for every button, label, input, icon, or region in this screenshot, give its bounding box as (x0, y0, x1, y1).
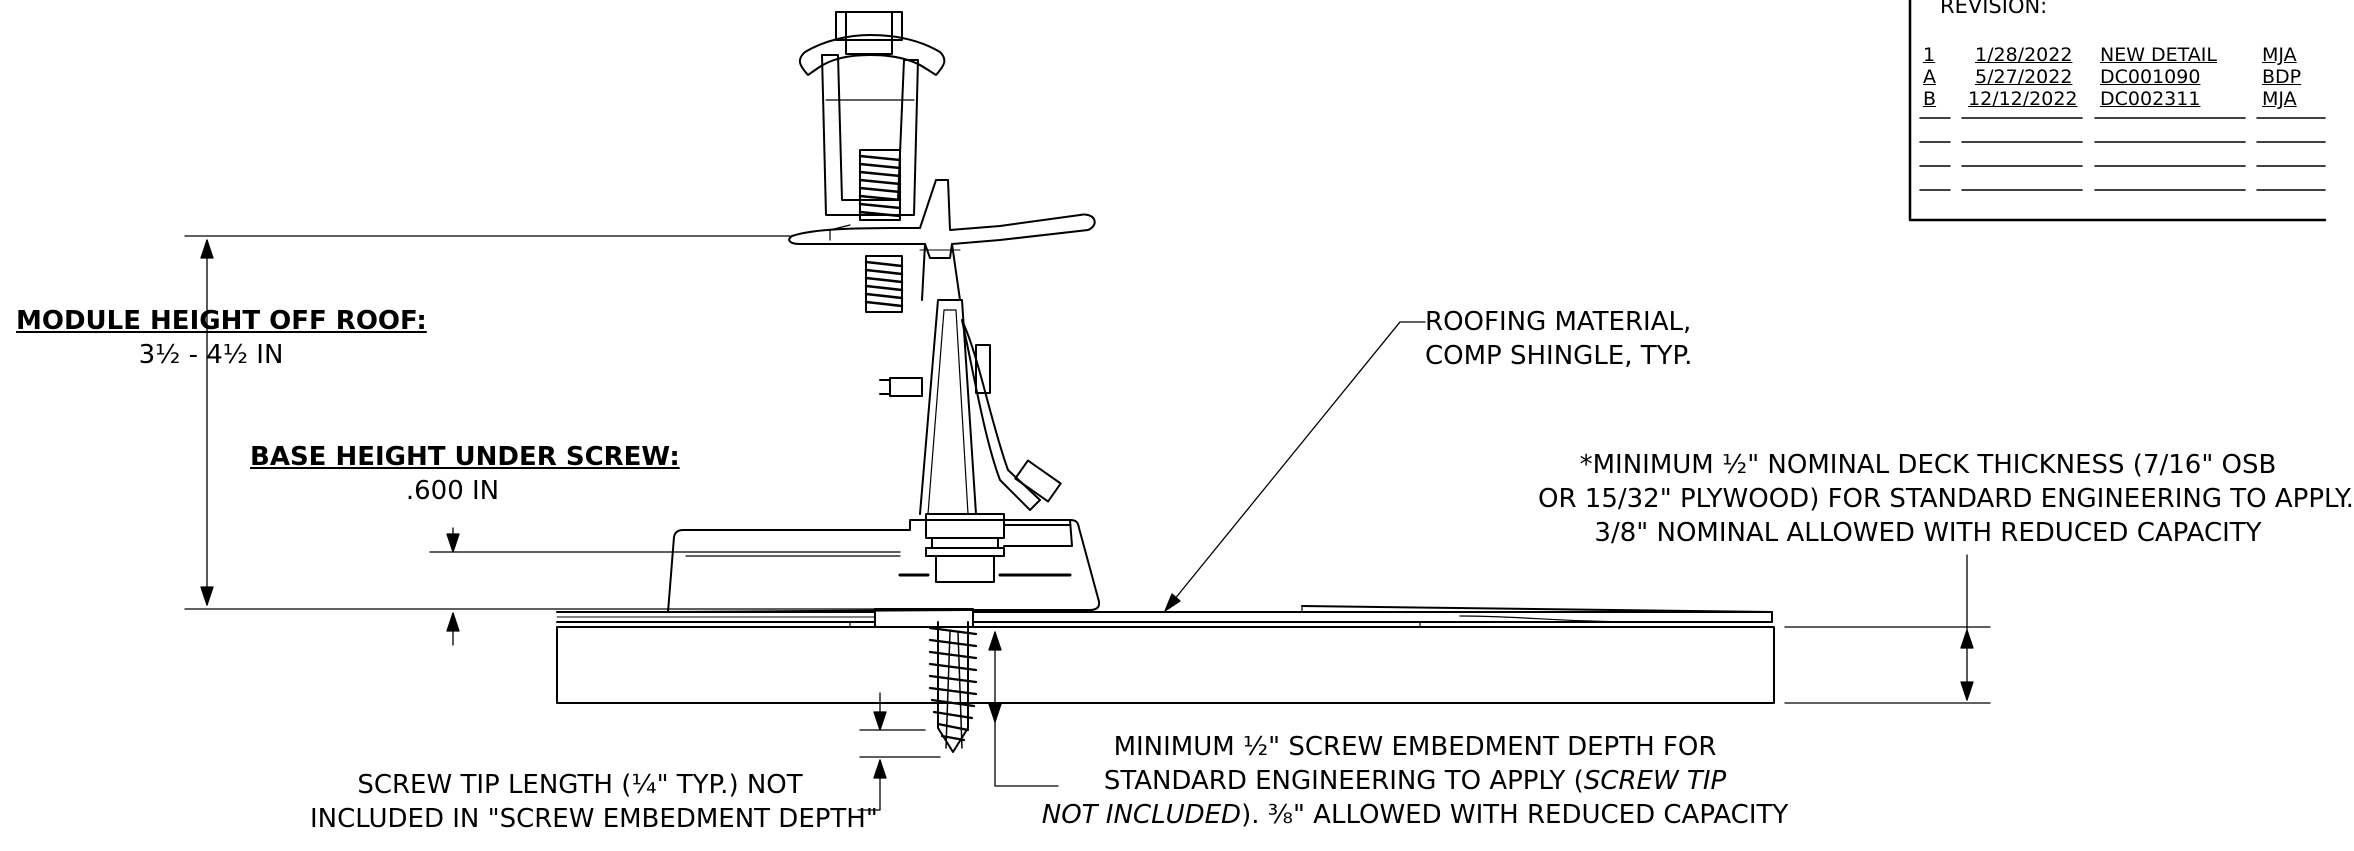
revision-by: MJA (2262, 44, 2297, 66)
revision-by: BDP (2262, 66, 2302, 88)
mount-base (667, 513, 1101, 613)
module-height-label: MODULE HEIGHT OFF ROOF: (16, 306, 427, 336)
revision-date: 5/27/2022 (1975, 66, 2073, 88)
lag-screw (928, 621, 978, 753)
deck-note-line-1: *MINIMUM ½" NOMINAL DECK THICKNESS (7/16… (1579, 450, 2277, 480)
base-height-dimension (429, 527, 901, 646)
screw-tip-line-1: SCREW TIP LENGTH (¼" TYP.) NOT (357, 770, 803, 800)
base-height-note: BASE HEIGHT UNDER SCREW: .600 IN (250, 440, 680, 508)
screw-tip-line-2: INCLUDED IN "SCREW EMBEDMENT DEPTH" (310, 804, 878, 834)
revision-rev: A (1923, 66, 1936, 88)
deck-thickness-dimension (1784, 554, 1991, 704)
embedment-line-1: MINIMUM ½" SCREW EMBEDMENT DEPTH FOR (1113, 732, 1717, 762)
upper-screw-threads (858, 149, 904, 313)
roof-deck-section (556, 605, 1775, 704)
deck-note-line-2: OR 15/32" PLYWOOD) FOR STANDARD ENGINEER… (1538, 484, 2354, 514)
revision-date: 12/12/2022 (1968, 88, 2078, 110)
revision-date: 1/28/2022 (1975, 44, 2073, 66)
revision-by: MJA (2262, 88, 2297, 110)
revision-rev: 1 (1923, 44, 1936, 66)
module-height-value: 3½ - 4½ IN (138, 340, 284, 370)
module-height-note: MODULE HEIGHT OFF ROOF: 3½ - 4½ IN (16, 304, 427, 372)
revision-desc: DC002311 (2100, 88, 2201, 110)
screw-tip-dimension (857, 692, 941, 811)
embedment-line-2a: STANDARD ENGINEERING TO APPLY ( (1103, 766, 1584, 796)
deck-thickness-note: *MINIMUM ½" NOMINAL DECK THICKNESS (7/16… (1538, 448, 2354, 550)
upper-bracket (798, 11, 946, 216)
base-height-value: .600 IN (405, 476, 500, 506)
revision-desc: NEW DETAIL (2100, 44, 2217, 66)
embedment-line-3b: ). ⅜" ALLOWED WITH REDUCED CAPACITY (1241, 800, 1789, 830)
deck-note-line-3: 3/8" NOMINAL ALLOWED WITH REDUCED CAPACI… (1594, 518, 2262, 548)
clamp-assembly (788, 179, 1096, 515)
embedment-note: MINIMUM ½" SCREW EMBEDMENT DEPTH FOR STA… (1040, 730, 1790, 832)
revision-table-frame (1908, 0, 2327, 222)
revision-rev: B (1923, 88, 1937, 110)
base-height-label: BASE HEIGHT UNDER SCREW: (250, 442, 680, 472)
roofing-note: ROOFING MATERIAL, COMP SHINGLE, TYP. (1425, 305, 1692, 373)
revision-title: REVISION: (1940, 0, 2048, 18)
embedment-dimension (988, 631, 1059, 787)
roofing-leader (1164, 321, 1426, 612)
embedment-line-3: NOT INCLUDED). ⅜" ALLOWED WITH REDUCED C… (1040, 798, 1790, 832)
embedment-line-3a: NOT INCLUDED (1041, 800, 1242, 830)
module-height-dimension (184, 235, 881, 610)
roofing-line-2: COMP SHINGLE, TYP. (1425, 341, 1693, 371)
embedment-line-2b: SCREW TIP (1583, 766, 1727, 796)
embedment-line-2: STANDARD ENGINEERING TO APPLY (SCREW TIP (1040, 764, 1790, 798)
screw-tip-note: SCREW TIP LENGTH (¼" TYP.) NOT INCLUDED … (310, 768, 878, 836)
revision-desc: DC001090 (2100, 66, 2201, 88)
roofing-line-1: ROOFING MATERIAL, (1425, 307, 1692, 337)
